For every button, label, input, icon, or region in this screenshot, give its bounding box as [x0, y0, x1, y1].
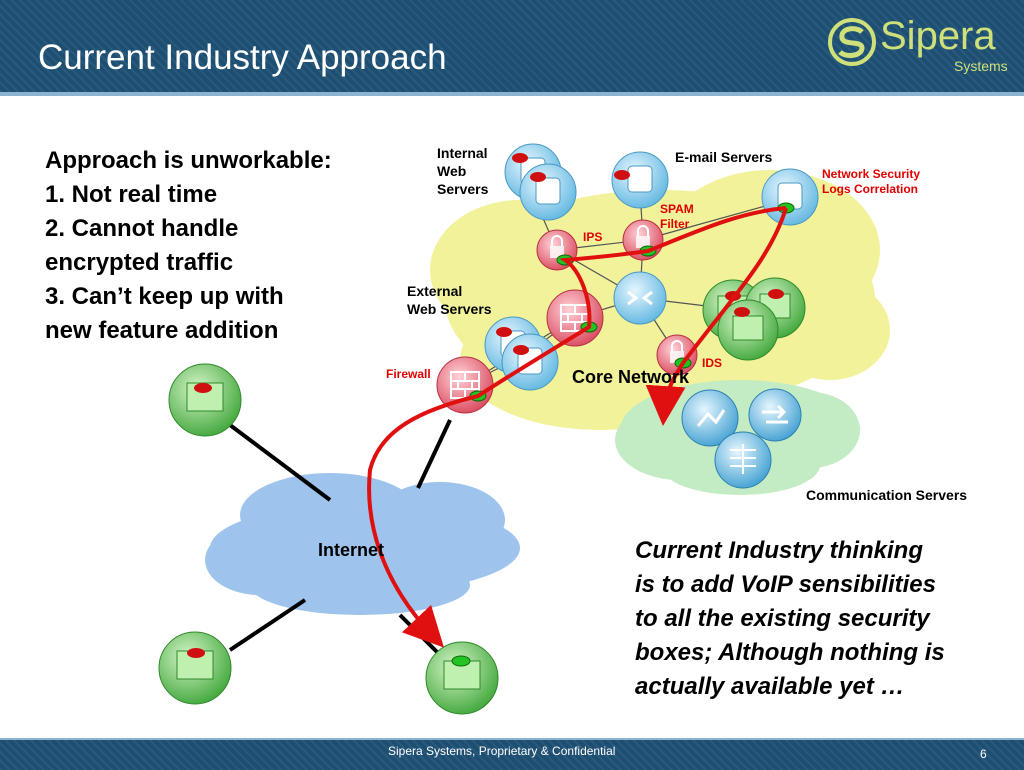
note-line: Current Industry thinking [635, 537, 923, 564]
logs-correlation-server-icon [761, 168, 819, 226]
laptop-icon [425, 641, 499, 715]
bullet-line: 2. Cannot handle [45, 215, 239, 242]
email-servers-label: E-mail Servers [675, 149, 773, 165]
network-security-label: Network Security Logs Correlation [822, 167, 920, 197]
page-number: 6 [980, 747, 987, 761]
label-line: Network Security [822, 167, 921, 181]
logo-subtitle: Systems [954, 58, 1008, 74]
label-line: Internal [437, 145, 488, 161]
ips-label: IPS [583, 230, 603, 244]
logo: Sipera Systems [826, 12, 1016, 76]
ids-label: IDS [702, 356, 723, 370]
bullet-line: Approach is unworkable: [45, 147, 332, 174]
core-network-label: Core Network [572, 367, 690, 387]
header-bar [0, 0, 1024, 96]
bullet-line: encrypted traffic [45, 249, 234, 276]
traffic-flow-path [367, 206, 788, 648]
bullet-line: 1. Not real time [45, 181, 218, 208]
label-line: Servers [437, 181, 489, 197]
router-icon [613, 271, 667, 325]
label-line: Filter [660, 217, 690, 231]
bullet-list: Approach is unworkable: 1. Not real time… [45, 144, 332, 348]
edge-firewall-icon [436, 356, 494, 414]
label-line: Web [437, 163, 467, 179]
industry-note: Current Industry thinking is to add VoIP… [635, 534, 945, 704]
laptop-icon [717, 299, 779, 361]
label-line: SPAM [660, 202, 694, 216]
firewall-label: Firewall [386, 367, 431, 381]
internet-label: Internet [318, 540, 385, 560]
sipera-logo-icon [828, 18, 876, 66]
communication-server-icon [714, 431, 772, 489]
bullet-line: new feature addition [45, 317, 279, 344]
logo-name: Sipera [880, 14, 996, 58]
external-web-servers-label: External Web Servers [407, 282, 492, 318]
laptop-icon [158, 631, 232, 705]
internal-web-servers-label: Internal Web Servers [437, 144, 488, 198]
communication-server-icon [748, 388, 802, 442]
bullet-line: 3. Can’t keep up with [45, 283, 284, 310]
internal-web-server-icon [519, 163, 577, 221]
label-line: External [407, 283, 463, 299]
note-line: actually available yet … [635, 673, 905, 700]
footer-bar: Sipera Systems, Proprietary & Confidenti… [0, 738, 1024, 770]
note-line: is to add VoIP sensibilities [635, 571, 936, 598]
email-server-icon [611, 151, 669, 209]
label-line: Logs Correlation [822, 182, 919, 196]
slide-title: Current Industry Approach [38, 38, 447, 77]
note-line: to all the existing security [635, 605, 930, 632]
footer-text: Sipera Systems, Proprietary & Confidenti… [388, 744, 616, 758]
note-line: boxes; Although nothing is [635, 639, 945, 666]
communication-server-icon [681, 389, 739, 447]
communication-servers-label: Communication Servers [806, 487, 968, 503]
label-line: Web Servers [407, 301, 492, 317]
laptop-icon [168, 363, 242, 437]
spam-filter-label: SPAM Filter [660, 202, 694, 232]
